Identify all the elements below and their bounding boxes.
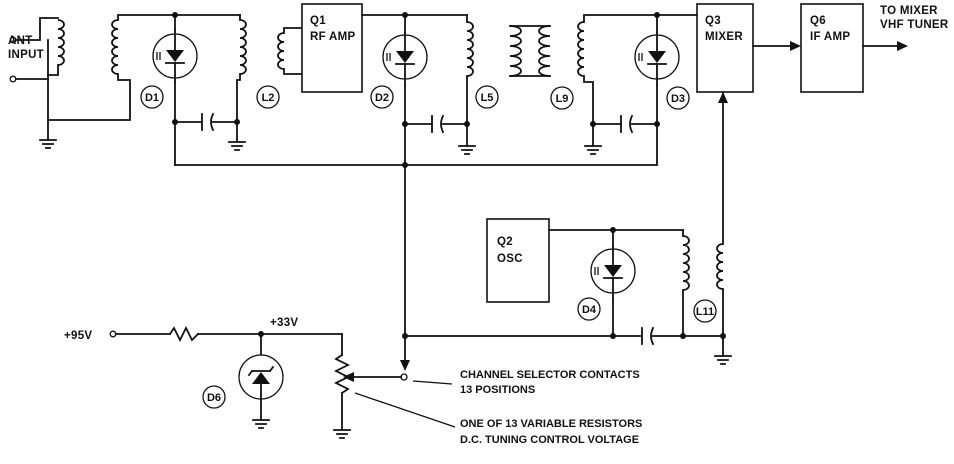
- capacitor-c1: [174, 112, 238, 132]
- tag-l5: L5: [481, 92, 494, 104]
- varactor-d2: [382, 31, 428, 86]
- q6-name: Q6: [810, 15, 826, 27]
- tag-d3: D3: [671, 93, 685, 105]
- zener-d6: [238, 354, 284, 401]
- dropping-resistor: [168, 325, 200, 343]
- tag-l11: L11: [696, 306, 714, 318]
- tag-d6: D6: [207, 392, 221, 404]
- ant-label: ANT: [8, 35, 33, 47]
- tag-l9: L9: [556, 93, 569, 105]
- tuning-potentiometer: [333, 353, 351, 395]
- tag-d2: D2: [375, 92, 389, 104]
- coupling-transformer: [509, 25, 551, 77]
- ground-symbol: [39, 139, 57, 149]
- annotations: CHANNEL SELECTOR CONTACTS 13 POSITIONS O…: [460, 369, 642, 446]
- capacitor-c2: [404, 114, 468, 134]
- stage-l9-d3: L9 D3: [550, 12, 698, 155]
- coil-l1: [111, 19, 119, 75]
- note-selector-2: 13 POSITIONS: [460, 384, 535, 396]
- tuning-supply: +95V +33V D6: [64, 317, 456, 439]
- coil-osc: [682, 235, 690, 291]
- q3-label: MIXER: [705, 31, 743, 43]
- q6-label: IF AMP: [810, 31, 850, 43]
- q1-name: Q1: [310, 15, 326, 27]
- oscillator-section: Q2 OSC D4 L11: [402, 91, 732, 365]
- q2-label: OSC: [497, 253, 523, 265]
- capacitor-c4: [404, 326, 724, 346]
- input-label: INPUT: [8, 49, 44, 61]
- q1-label: RF AMP: [310, 31, 355, 43]
- input-coil: [57, 19, 65, 66]
- output-label-2: VHF TUNER: [880, 19, 949, 31]
- block-q1-rf-amp: Q1 RF AMP: [277, 3, 406, 93]
- stage-d1-l2: D1 L2: [140, 12, 280, 166]
- coil-q1-input: [277, 32, 285, 70]
- varactor-d4: [590, 246, 636, 300]
- tuning-bus: [174, 123, 658, 337]
- block-q3-mixer: Q3 MIXER: [696, 3, 801, 93]
- note-selector-1: CHANNEL SELECTOR CONTACTS: [460, 369, 640, 381]
- q2-name: Q2: [497, 236, 513, 248]
- coil-l2: [239, 19, 247, 75]
- block-q6-if-amp: Q6 IF AMP TO MIXER VHF TUNER: [800, 3, 949, 93]
- supply-33v: +33V: [270, 317, 298, 329]
- note-resistor-2: D.C. TUNING CONTROL VOLTAGE: [460, 434, 639, 446]
- q3-name: Q3: [705, 15, 721, 27]
- coil-l5: [466, 21, 474, 77]
- selector-contact: [400, 373, 408, 381]
- antenna-input: ANT INPUT: [8, 14, 176, 149]
- note-resistor-1: ONE OF 13 VARIABLE RESISTORS: [460, 418, 642, 430]
- coil-l9: [577, 21, 585, 77]
- output-label-1: TO MIXER: [880, 5, 938, 17]
- supply-95v: +95V: [64, 330, 92, 342]
- stage-d2-l5: D2 L5: [370, 12, 499, 155]
- varactor-d1: [152, 29, 198, 83]
- varactor-d3: [634, 31, 680, 86]
- capacitor-c3: [592, 114, 658, 134]
- tag-d4: D4: [582, 304, 597, 316]
- tag-l2: L2: [262, 92, 275, 104]
- ant-terminal-bottom: [9, 75, 17, 83]
- tag-d1: D1: [145, 92, 159, 104]
- coil-l11: [716, 243, 724, 290]
